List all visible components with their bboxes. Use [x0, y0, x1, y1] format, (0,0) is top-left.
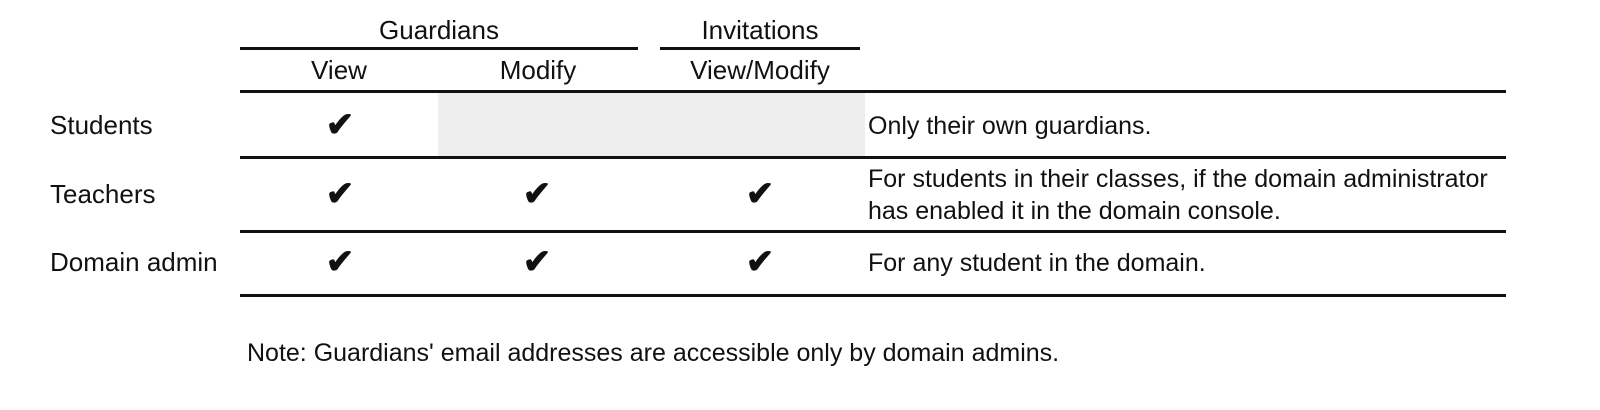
- table-rule-bottom: [240, 294, 1506, 297]
- table-rule-header: [240, 90, 1506, 93]
- check-icon-students-view: ✔: [325, 106, 355, 144]
- check-icon-domain-admin-view-modify: ✔: [745, 243, 775, 281]
- column-header-view-modify: View/Modify: [690, 55, 830, 85]
- group-rule-guardians: [240, 47, 638, 50]
- note-domain-admin: For any student in the domain.: [868, 249, 1206, 277]
- column-header-modify: Modify: [499, 55, 577, 85]
- row-label-teachers: Teachers: [50, 179, 156, 209]
- check-icon-teachers-view-modify: ✔: [745, 175, 775, 213]
- row-label-students: Students: [50, 110, 153, 140]
- note-teachers: For students in their classes, if the do…: [868, 165, 1488, 225]
- row-label-domain-admin: Domain admin: [50, 247, 218, 277]
- group-rule-invitations: [660, 47, 860, 50]
- shaded-cell-students-modify-invitations: [438, 93, 865, 156]
- column-group-invitations: Invitations: [701, 15, 819, 45]
- check-icon-teachers-modify: ✔: [522, 175, 552, 213]
- check-icon-domain-admin-view: ✔: [325, 243, 355, 281]
- note-students: Only their own guardians.: [868, 112, 1152, 140]
- column-header-view: View: [311, 55, 367, 85]
- column-group-guardians: Guardians: [379, 15, 499, 45]
- check-icon-domain-admin-modify: ✔: [522, 243, 552, 281]
- table-rule-after-teachers: [240, 230, 1506, 233]
- figure-footnote: Note: Guardians' email addresses are acc…: [247, 339, 1060, 367]
- table-rule-after-students: [240, 156, 1506, 159]
- check-icon-teachers-view: ✔: [325, 175, 355, 213]
